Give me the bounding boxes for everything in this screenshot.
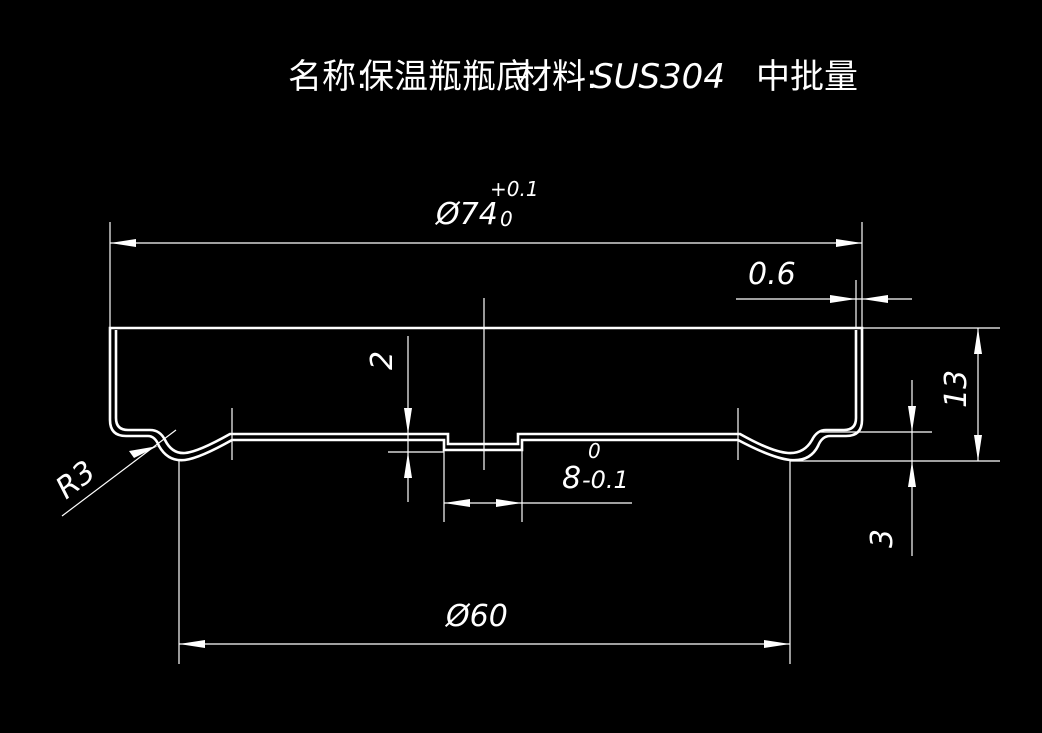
- title-material-value: SUS304: [592, 57, 725, 97]
- outer-diameter-label: Ø74: [434, 197, 498, 232]
- slot-tol-upper: 0: [588, 439, 601, 463]
- dim-outer-diameter: Ø74 +0.1 0: [109, 177, 863, 328]
- foot-diameter-label: Ø60: [444, 599, 508, 634]
- slot-width-label: 8: [562, 461, 581, 496]
- outer-tol-upper: +0.1: [490, 177, 539, 201]
- slot-tol-lower: -0.1: [582, 466, 629, 494]
- dim-foot-height: 3: [820, 380, 932, 556]
- part-outline: [108, 326, 864, 462]
- wall-thickness-label: 0.6: [748, 257, 796, 292]
- total-height-label: 13: [939, 370, 974, 408]
- helper-lines: [231, 298, 739, 470]
- outer-tol-lower: 0: [500, 207, 513, 231]
- title-batch: 中批量: [756, 57, 858, 97]
- title-name-label: 名称:: [288, 57, 367, 97]
- step-height-label: 2: [365, 351, 400, 370]
- title-block: 名称: 保温瓶瓶底 材料: SUS304 中批量: [288, 57, 858, 97]
- radius-label: R3: [49, 454, 102, 506]
- foot-height-label: 3: [865, 529, 900, 548]
- inner-profile: [114, 330, 858, 455]
- dim-foot-diameter: Ø60: [178, 460, 791, 664]
- title-name-value: 保温瓶瓶底: [360, 57, 530, 97]
- dim-wall-thickness: 0.6: [736, 257, 912, 328]
- dim-slot-width: 8 0 -0.1: [443, 439, 632, 522]
- title-material-label: 材料:: [518, 57, 597, 97]
- dim-step-height: 2: [365, 336, 444, 502]
- dim-total-height: 13: [790, 327, 1000, 462]
